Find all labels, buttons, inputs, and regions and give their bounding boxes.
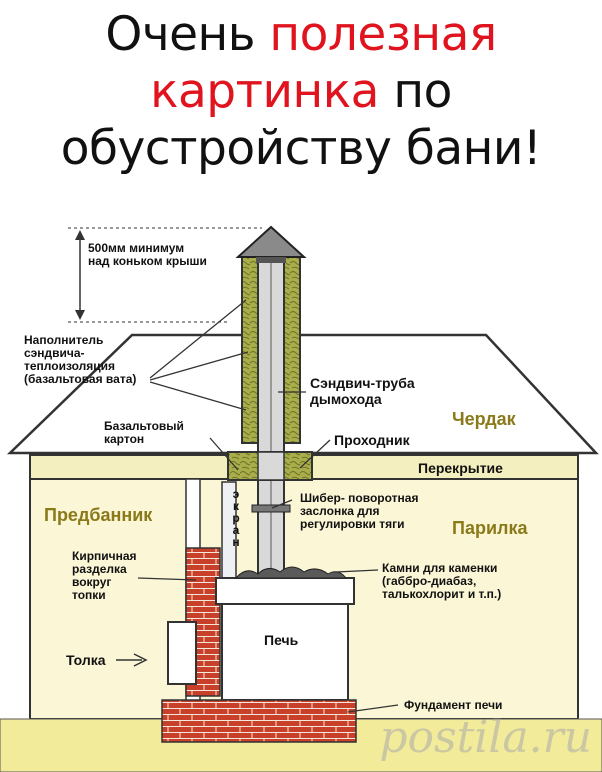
stones <box>234 566 348 579</box>
label-basalt: Базальтовый картон <box>104 419 184 446</box>
title-line-1: Очень полезная <box>105 7 497 62</box>
label-stones: Камни для каменки (габбро-диабаз, талько… <box>382 561 502 601</box>
label-firebox: Толка <box>66 652 106 668</box>
label-stove: Печь <box>264 632 299 648</box>
stove-body <box>221 603 349 701</box>
roof <box>6 333 599 455</box>
stove-top-tray <box>215 577 355 605</box>
label-passage: Проходник <box>334 432 410 448</box>
stove-foundation <box>161 699 357 743</box>
firebox-door <box>167 621 197 685</box>
label-anteroom: Предбанник <box>44 505 153 525</box>
label-min-height: 500мм минимум над коньком крыши <box>88 241 207 268</box>
label-foundation: Фундамент печи <box>404 698 503 712</box>
label-attic: Чердак <box>452 409 516 429</box>
label-screen: экран <box>232 487 240 549</box>
label-sandwich-pipe: Сэндвич-труба дымохода <box>310 375 415 407</box>
title-line-3: обустройству бани! <box>60 121 542 176</box>
damper <box>251 504 291 513</box>
label-brick-surround: Кирпичная разделка вокруг топки <box>72 549 137 602</box>
chimney-cap <box>235 225 307 258</box>
title-line-2: картинка по <box>150 64 452 119</box>
page-title: Очень полезная картинка по обустройству … <box>0 6 602 177</box>
label-insulation: Наполнитель сэндвича- теплоизоляция (баз… <box>24 333 137 386</box>
label-steam-room: Парилка <box>452 518 528 538</box>
label-ceiling: Перекрытие <box>418 460 503 476</box>
watermark: postila.ru <box>379 712 592 763</box>
label-damper: Шибер- поворотная заслонка для регулиров… <box>300 491 419 531</box>
